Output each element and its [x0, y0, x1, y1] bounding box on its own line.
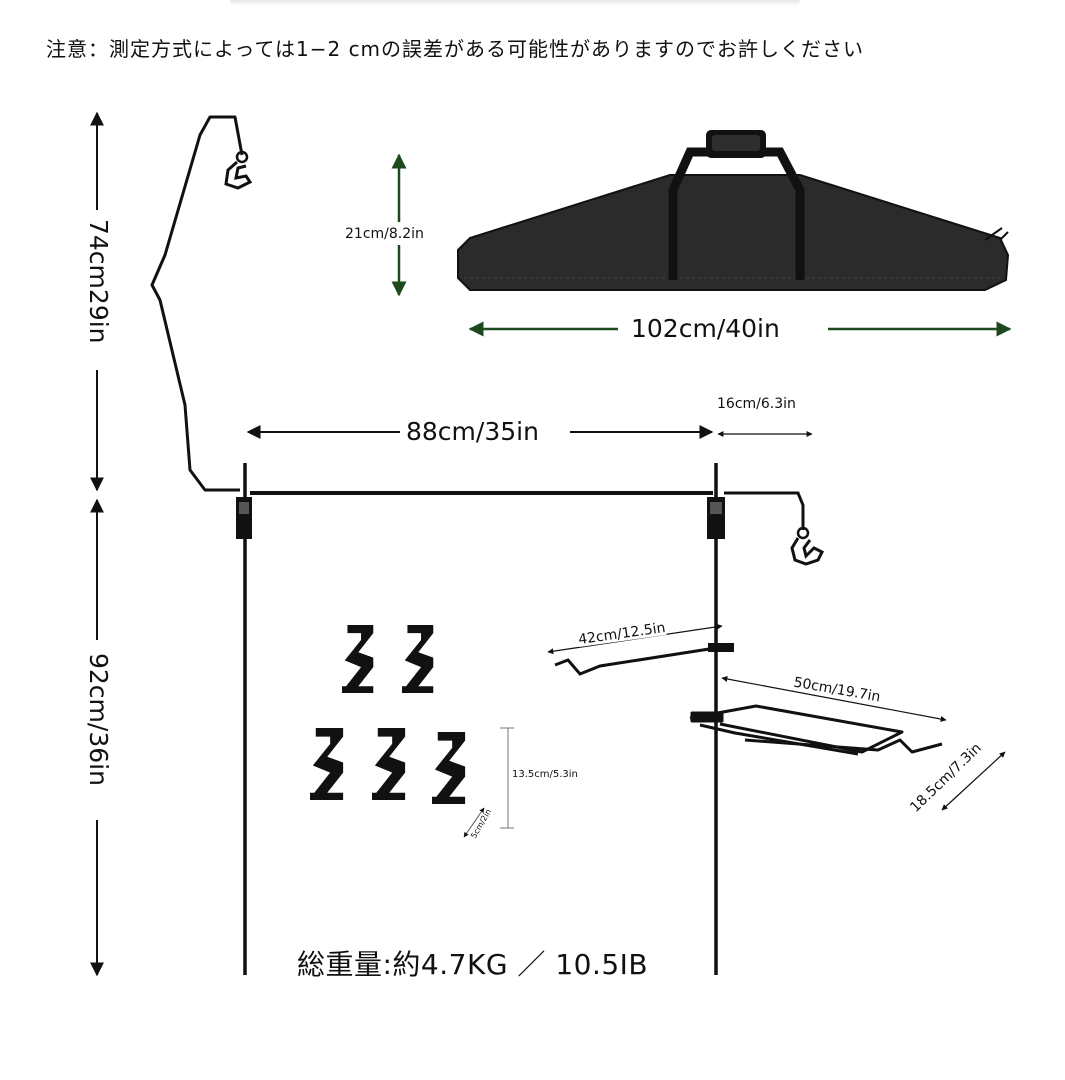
- hook-width-arrow: [463, 807, 485, 838]
- label-arm-width: 16cm/6.3in: [717, 396, 796, 412]
- carry-bag-icon: [457, 130, 1010, 291]
- hook-height-dimension: [500, 727, 514, 829]
- label-bag-length: 102cm/40in: [628, 316, 783, 341]
- lantern-pole: [150, 115, 244, 492]
- grill-rack: [689, 704, 943, 756]
- s-hook-icon: [372, 728, 406, 800]
- label-bar-width: 88cm/35in: [403, 419, 542, 444]
- s-hook-icon: [342, 625, 374, 693]
- top-edge-shadow: [230, 0, 800, 6]
- top-hook-icon: [224, 150, 253, 190]
- s-hook-icon: [432, 732, 466, 804]
- grill-length-arrow: [721, 676, 947, 722]
- label-pole-bottom-height: 92cm/36in: [84, 650, 113, 789]
- total-weight: 総重量:約4.7KG ／ 10.5IB: [297, 948, 649, 981]
- label-hook-height: 13.5cm/5.3in: [512, 769, 578, 780]
- label-bag-height: 21cm/8.2in: [345, 226, 424, 242]
- s-hook-icon: [310, 728, 344, 800]
- s-hook-icon: [402, 625, 434, 693]
- side-hook-icon: [790, 526, 825, 566]
- grill-depth-arrow: [941, 751, 1006, 811]
- measurement-notice: 注意：測定方式によっては1−2 cmの誤差がある可能性がありますのでお許しくださ…: [46, 37, 865, 61]
- label-pole-top-height: 74cm29in: [84, 216, 113, 347]
